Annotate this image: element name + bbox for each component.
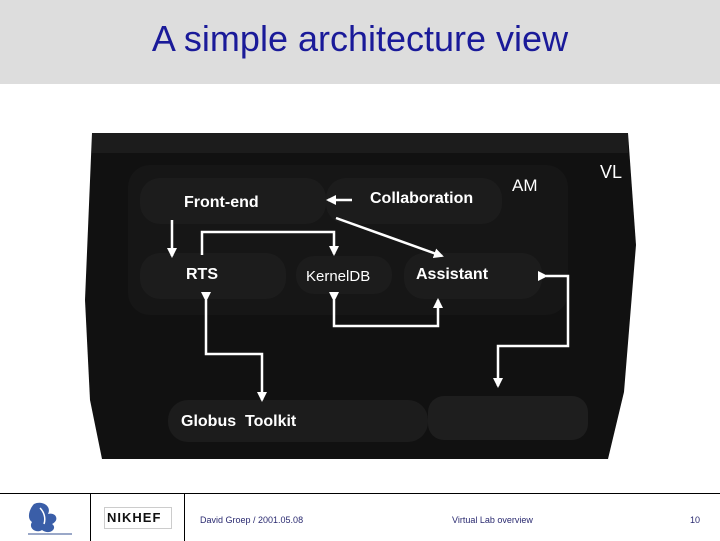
vl-label: VL: [600, 162, 623, 182]
arrow-kerneldb-assistant: [329, 292, 443, 328]
globus-box: [168, 400, 428, 442]
footer-divider-left: [90, 494, 91, 541]
frontend-label: Front-end: [184, 194, 259, 211]
collaboration-box: [326, 178, 502, 224]
arrow-rts-globus: [201, 292, 267, 402]
title-bar: [0, 0, 720, 84]
footer: NIKHEF David Groep / 2001.05.08 Virtual …: [0, 493, 720, 541]
arrow-rts-to-collab: [200, 230, 339, 256]
rts-label: RTS: [186, 266, 218, 283]
footer-author-date: David Groep / 2001.05.08: [200, 515, 304, 525]
kerneldb-label: KernelDB: [306, 268, 371, 285]
kerneldb-box: [296, 256, 392, 294]
frontend-box: [140, 178, 326, 224]
nikhef-logo: NIKHEF: [104, 507, 172, 529]
assistant-label: Assistant: [416, 266, 489, 283]
arrow-assistant-globus: [493, 271, 570, 388]
decor-box-bottom-right: [428, 396, 588, 440]
globus-label: Globus Toolkit: [181, 413, 297, 430]
vl-panel-top-strip: [92, 133, 628, 153]
arrow-frontend-to-assistant: [335, 216, 444, 259]
nikhef-logo-text: NIKHEF: [107, 510, 162, 525]
collaboration-label: Collaboration: [370, 190, 474, 207]
footer-subtitle: Virtual Lab overview: [452, 515, 533, 525]
slide-title: A simple architecture view: [151, 18, 569, 59]
rts-box: [140, 253, 286, 299]
page-number: 10: [690, 515, 701, 525]
university-logo: [28, 502, 72, 535]
footer-divider-right: [184, 494, 185, 541]
am-label: AM: [512, 176, 538, 195]
